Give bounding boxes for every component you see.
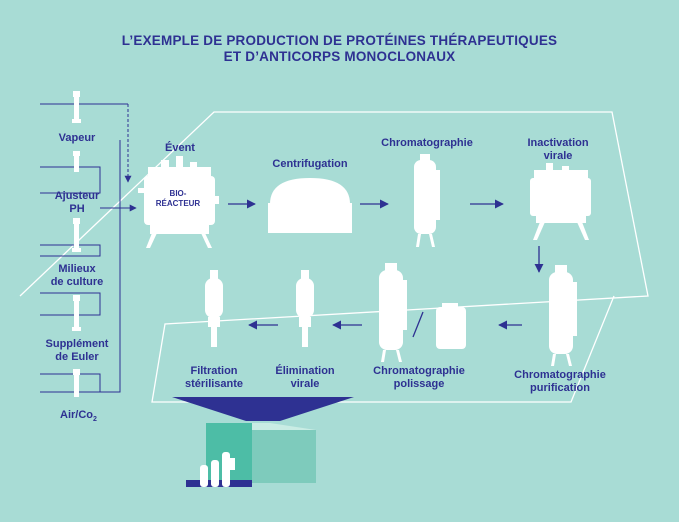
chromatography-column-icon — [414, 154, 440, 247]
label-inactivation-2: virale — [544, 150, 573, 162]
label-air-sub: 2 — [93, 416, 97, 423]
label-supplement-1: Supplément — [46, 338, 109, 350]
production-building-icon — [186, 423, 316, 487]
title-line-2: ET D’ANTICORPS MONOCLONAUX — [223, 49, 456, 64]
valve-icon — [73, 369, 80, 397]
valve-icon — [72, 218, 81, 252]
label-ajusteur-2: PH — [69, 203, 84, 215]
title-line-1: L’EXEMPLE DE PRODUCTION DE PROTÉINES THÉ… — [121, 33, 558, 48]
label-chromato-pol-1: Chromatographie — [373, 365, 465, 377]
supply-valves — [72, 91, 81, 397]
label-vapeur: Vapeur — [59, 132, 96, 144]
label-supplement-2: de Euler — [55, 351, 99, 363]
label-inactivation-1: Inactivation — [527, 137, 588, 149]
label-chromatographie: Chromatographie — [381, 137, 473, 149]
label-elimination-2: virale — [291, 378, 320, 390]
bioreactor-label-2: RÉACTEUR — [156, 199, 201, 208]
valve-icon — [73, 151, 80, 172]
label-milieux-1: Milieux — [58, 263, 96, 275]
label-filtration-2: stérilisante — [185, 378, 243, 390]
label-centrifugation: Centrifugation — [272, 158, 347, 170]
inactivation-tank-icon — [530, 163, 591, 240]
bioreactor-label-1: BIO- — [170, 189, 187, 198]
bioreactor-icon — [138, 156, 219, 248]
label-chromato-pol-2: polissage — [394, 378, 445, 390]
label-chromato-purif-2: purification — [530, 382, 590, 394]
supply-lines — [40, 103, 137, 393]
polishing-column-icon — [379, 263, 466, 362]
label-air-main: Air/Co — [60, 409, 93, 421]
label-ajusteur-1: Ajusteur — [55, 190, 100, 202]
label-air-co2: Air/Co2 — [60, 409, 97, 423]
viral-elimination-filter-icon — [296, 270, 314, 347]
process-arrows — [228, 199, 544, 338]
purification-column-icon — [549, 265, 577, 366]
label-chromato-purif-1: Chromatographie — [514, 369, 606, 381]
label-filtration-1: Filtration — [190, 365, 237, 377]
divider-slash — [412, 311, 424, 338]
diagram-title: L’EXEMPLE DE PRODUCTION DE PROTÉINES THÉ… — [0, 33, 679, 65]
output-funnel — [172, 397, 354, 421]
label-event: Évent — [165, 141, 195, 154]
sterile-filter-icon — [205, 270, 223, 347]
centrifuge-icon — [268, 178, 352, 233]
valve-icon — [72, 91, 81, 123]
label-milieux-2: de culture — [51, 276, 104, 288]
valve-icon — [72, 295, 81, 331]
label-elimination-1: Élimination — [275, 364, 335, 377]
